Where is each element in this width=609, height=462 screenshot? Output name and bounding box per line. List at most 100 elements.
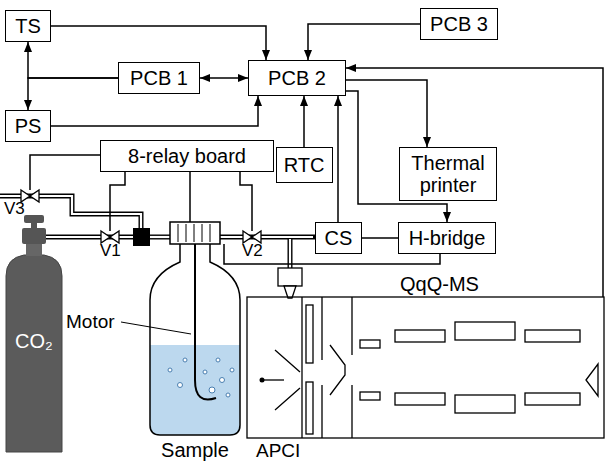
sample-bottle (150, 244, 240, 435)
relay-wire (240, 170, 252, 231)
component-box: PCB 2 (248, 60, 346, 96)
mass-spectrometer (301, 297, 302, 438)
signal-connector (51, 26, 266, 60)
mass-spectrometer (455, 395, 515, 413)
box-label: PS (15, 115, 42, 137)
gas-tube-bore (0, 196, 141, 228)
sample-bottle (150, 222, 240, 435)
box-label: CS (325, 227, 353, 249)
sample-bottle (178, 224, 210, 242)
relay-wire (189, 170, 191, 222)
mass-spectrometer (395, 393, 445, 405)
gas-tube-bore (220, 236, 313, 238)
gas-cylinder (6, 215, 62, 452)
sample-bottle (168, 358, 234, 397)
sample-bottle (168, 368, 172, 372)
part-label: Sample (161, 439, 229, 461)
apci-sprayer (284, 286, 296, 298)
relay-wire (30, 155, 100, 190)
mass-spectrometer (306, 382, 313, 434)
component-box: H-bridge (398, 222, 496, 254)
sample-bottle (195, 244, 216, 400)
sample-bottle (230, 368, 234, 372)
box-label: PCB 1 (130, 67, 188, 89)
signal-connector (303, 96, 305, 147)
mass-spectrometer (351, 297, 352, 438)
signal-connector (337, 96, 339, 222)
box-label: Thermal printer (406, 152, 490, 196)
box-label: PCB 2 (268, 67, 326, 89)
apci-sprayer (278, 268, 302, 286)
instrument-label: QqQ-MS (400, 273, 479, 295)
mass-spectrometer (247, 297, 604, 438)
mass-spectrometer (275, 350, 300, 410)
sample-bottle (178, 383, 183, 388)
gas-cylinder (22, 228, 46, 244)
mass-spectrometer (586, 364, 598, 396)
box-label: RTC (284, 154, 325, 176)
mass-spectrometer (262, 379, 284, 380)
leader-line (121, 322, 191, 334)
mass-spectrometer (525, 330, 580, 342)
part-label: APCI (256, 441, 300, 462)
sample-bottle (226, 393, 230, 397)
sample-bottle (220, 378, 225, 383)
mass-spectrometer (330, 345, 345, 395)
sample-bottle (216, 358, 220, 362)
apci-sprayer (278, 268, 302, 298)
mass-spectrometer (455, 322, 515, 340)
signal-wire (346, 68, 603, 297)
corona-needle (260, 378, 265, 383)
component-box: PS (5, 110, 51, 142)
gas-tube (0, 196, 141, 228)
relay-wire (110, 170, 125, 231)
signal-connector (362, 237, 398, 239)
gas-tube (46, 235, 133, 240)
mass-spectrometer (306, 305, 313, 363)
component-box: PCB 1 (118, 62, 200, 94)
box-label: H-bridge (409, 227, 486, 249)
mass-spectrometer (525, 393, 580, 405)
gas-tube (150, 235, 170, 240)
component-box: CS (315, 222, 362, 254)
signal-connector (200, 77, 248, 79)
mass-spectrometer (360, 340, 380, 348)
mass-spectrometer (360, 392, 380, 400)
box-label: PCB 3 (430, 13, 488, 35)
sample-bottle (170, 222, 220, 244)
signal-connector (28, 78, 118, 110)
box-label: 8-relay board (128, 145, 246, 167)
gas-tube-bore (150, 236, 170, 238)
gas-label: CO₂ (15, 330, 53, 352)
sample-bottle (203, 370, 207, 374)
gas-cylinder (6, 255, 62, 452)
mass-spectrometer (247, 297, 604, 438)
valve-label: V1 (100, 242, 121, 261)
signal-connector (308, 24, 420, 60)
valve-label: V3 (4, 200, 25, 219)
gas-cylinder (31, 222, 37, 229)
gas-tube (0, 196, 315, 268)
part-label: Motor (66, 312, 115, 333)
signal-connector (51, 96, 258, 126)
valve-symbol (21, 190, 261, 243)
mass-spectrometer (395, 330, 445, 342)
component-box: Thermal printer (399, 147, 497, 201)
component-box: PCB 3 (420, 8, 498, 40)
box-label: TS (15, 15, 41, 37)
gas-tube-bore (46, 236, 133, 238)
valve-label: V2 (242, 242, 263, 261)
sample-bottle (183, 358, 187, 362)
component-box: RTC (276, 147, 333, 183)
component-box: 8-relay board (100, 140, 274, 172)
gas-tube-bore (0, 196, 313, 268)
signal-connector (28, 42, 118, 78)
gas-tube (220, 235, 315, 240)
mass-spectrometer (321, 297, 322, 438)
sample-bottle (209, 387, 215, 393)
gas-cylinder (24, 215, 44, 223)
component-box: TS (5, 10, 51, 42)
